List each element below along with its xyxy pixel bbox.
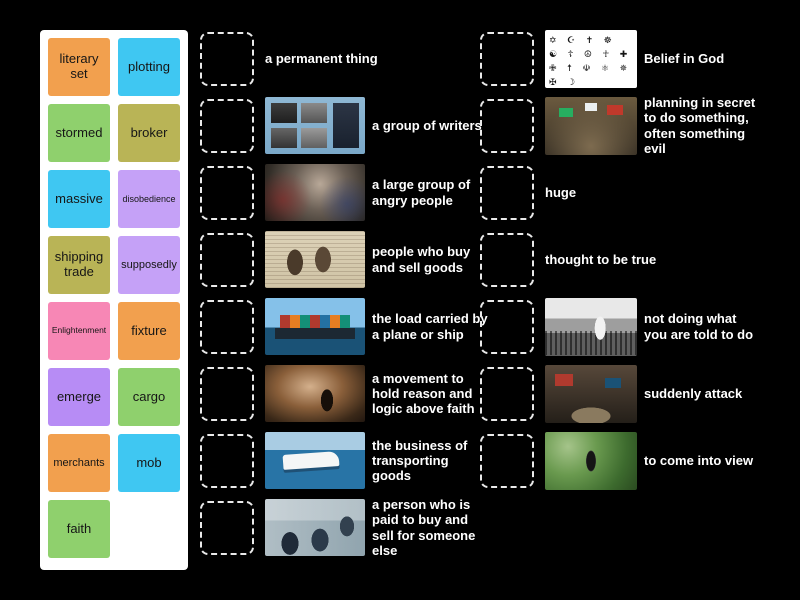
definition-text: suddenly attack: [644, 385, 743, 401]
drop-slot[interactable]: [200, 165, 254, 220]
match-row: not doing what you are told to do: [480, 297, 762, 356]
definition-text: a permanent thing: [265, 50, 378, 66]
chrysalis-photo: [545, 431, 637, 490]
word-tile-plotting[interactable]: plotting: [118, 38, 180, 96]
crowd-bw-photo: [545, 297, 637, 356]
word-tile-label: supposedly: [121, 258, 177, 271]
word-tile-label: cargo: [132, 388, 166, 404]
shipping-boat-photo: [265, 432, 365, 489]
container-ship-photo: [265, 298, 365, 355]
drop-slot[interactable]: [480, 433, 534, 488]
angry-mob-photo: [265, 164, 365, 221]
word-tile-label: broker: [130, 124, 168, 140]
definition-text: people who buy and sell goods: [372, 244, 471, 275]
protest-flags-photo: [545, 364, 637, 423]
match-row: a person who is paid to buy and sell for…: [200, 496, 490, 558]
drop-slot[interactable]: [480, 366, 534, 421]
word-tile-enlightenment[interactable]: Enlightenment: [48, 302, 110, 360]
word-tile-label: stormed: [55, 124, 103, 140]
word-tile-label: mob: [136, 454, 162, 470]
business-meeting-photo: [265, 499, 365, 556]
definition-text: a person who is paid to buy and sell for…: [372, 496, 476, 558]
drop-slot[interactable]: [480, 299, 534, 354]
definition-text: a large group of angry people: [372, 177, 471, 208]
religious-symbols-chart: ✡ ☪ ✝ ☸ ☯ ☦ ☮ ☥ ✚ ✙ ☨ ☫ ⚛ ✵ ✠ ☽: [545, 29, 637, 88]
definitions-column-2: ✡ ☪ ✝ ☸ ☯ ☦ ☮ ☥ ✚ ✙ ☨ ☫ ⚛ ✵ ✠ ☽ Belief i…: [480, 29, 762, 490]
word-tile-fixture[interactable]: fixture: [118, 302, 180, 360]
drop-slot[interactable]: [200, 299, 254, 354]
match-row: thought to be true: [480, 231, 762, 288]
match-row: a group of writers: [200, 97, 490, 154]
match-row: ✡ ☪ ✝ ☸ ☯ ☦ ☮ ☥ ✚ ✙ ☨ ☫ ⚛ ✵ ✠ ☽ Belief i…: [480, 29, 762, 88]
definition-text: to come into view: [644, 452, 754, 468]
definition-text: huge: [545, 184, 577, 200]
word-tile-label: merchants: [53, 456, 105, 469]
drop-slot[interactable]: [200, 98, 254, 153]
word-tile-merchants[interactable]: merchants: [48, 434, 110, 492]
word-tile-shipping-trade[interactable]: shipping trade: [48, 236, 110, 294]
word-tile-label: plotting: [128, 58, 170, 74]
word-tile-supposedly[interactable]: supposedly: [118, 236, 180, 294]
word-tile-stormed[interactable]: stormed: [48, 104, 110, 162]
drop-slot[interactable]: [200, 232, 254, 287]
definition-text: a movement to hold reason and logic abov…: [372, 370, 475, 417]
enlightenment-painting: [265, 365, 365, 422]
drop-slot[interactable]: [480, 165, 534, 220]
armed-group-photo: [545, 96, 637, 155]
word-tile-broker[interactable]: broker: [118, 104, 180, 162]
definition-text: planning in secret to do something, ofte…: [644, 94, 756, 156]
writers-photo-collage: [265, 97, 365, 154]
drop-slot[interactable]: [480, 98, 534, 153]
word-tile-cargo[interactable]: cargo: [118, 368, 180, 426]
word-tile-label: fixture: [131, 322, 167, 338]
match-row: people who buy and sell goods: [200, 231, 490, 288]
word-tile-label: literary set: [59, 51, 99, 81]
match-row: the load carried by a plane or ship: [200, 298, 490, 355]
match-row: planning in secret to do something, ofte…: [480, 94, 762, 156]
drop-slot[interactable]: [200, 433, 254, 488]
match-row: a large group of angry people: [200, 164, 490, 221]
drop-slot[interactable]: [200, 366, 254, 421]
merchants-engraving: [265, 231, 365, 288]
word-tile-faith[interactable]: faith: [48, 500, 110, 558]
drop-slot[interactable]: [200, 500, 254, 555]
definition-text: the load carried by a plane or ship: [372, 311, 488, 342]
definitions-column-1: a permanent thing a group of writers a l…: [200, 30, 490, 558]
definition-text: thought to be true: [545, 251, 657, 267]
word-tile-massive[interactable]: massive: [48, 170, 110, 228]
definition-text: the business of transporting goods: [372, 437, 468, 484]
definition-text: not doing what you are told to do: [644, 311, 754, 342]
word-tile-label: Enlightenment: [51, 325, 107, 336]
word-tile-disobedience[interactable]: disobedience: [118, 170, 180, 228]
match-row: huge: [480, 164, 762, 221]
word-tile-label: faith: [66, 520, 92, 536]
word-bank-panel: literary set plotting stormed broker mas…: [40, 30, 188, 570]
word-tile-label: emerge: [56, 388, 102, 404]
drop-slot[interactable]: [200, 31, 254, 86]
match-row: to come into view: [480, 431, 762, 490]
match-row: a permanent thing: [200, 30, 490, 87]
word-tile-label: shipping trade: [54, 249, 104, 279]
definition-text: a group of writers: [372, 117, 482, 133]
drop-slot[interactable]: [480, 31, 534, 86]
match-row: suddenly attack: [480, 364, 762, 423]
word-tile-emerge[interactable]: emerge: [48, 368, 110, 426]
definition-text: Belief in God: [644, 50, 725, 66]
match-row: the business of transporting goods: [200, 432, 490, 489]
word-tile-label: disobedience: [122, 193, 176, 204]
match-row: a movement to hold reason and logic abov…: [200, 365, 490, 422]
word-tile-label: massive: [55, 190, 103, 206]
word-tile-literary-set[interactable]: literary set: [48, 38, 110, 96]
word-tile-mob[interactable]: mob: [118, 434, 180, 492]
drop-slot[interactable]: [480, 232, 534, 287]
